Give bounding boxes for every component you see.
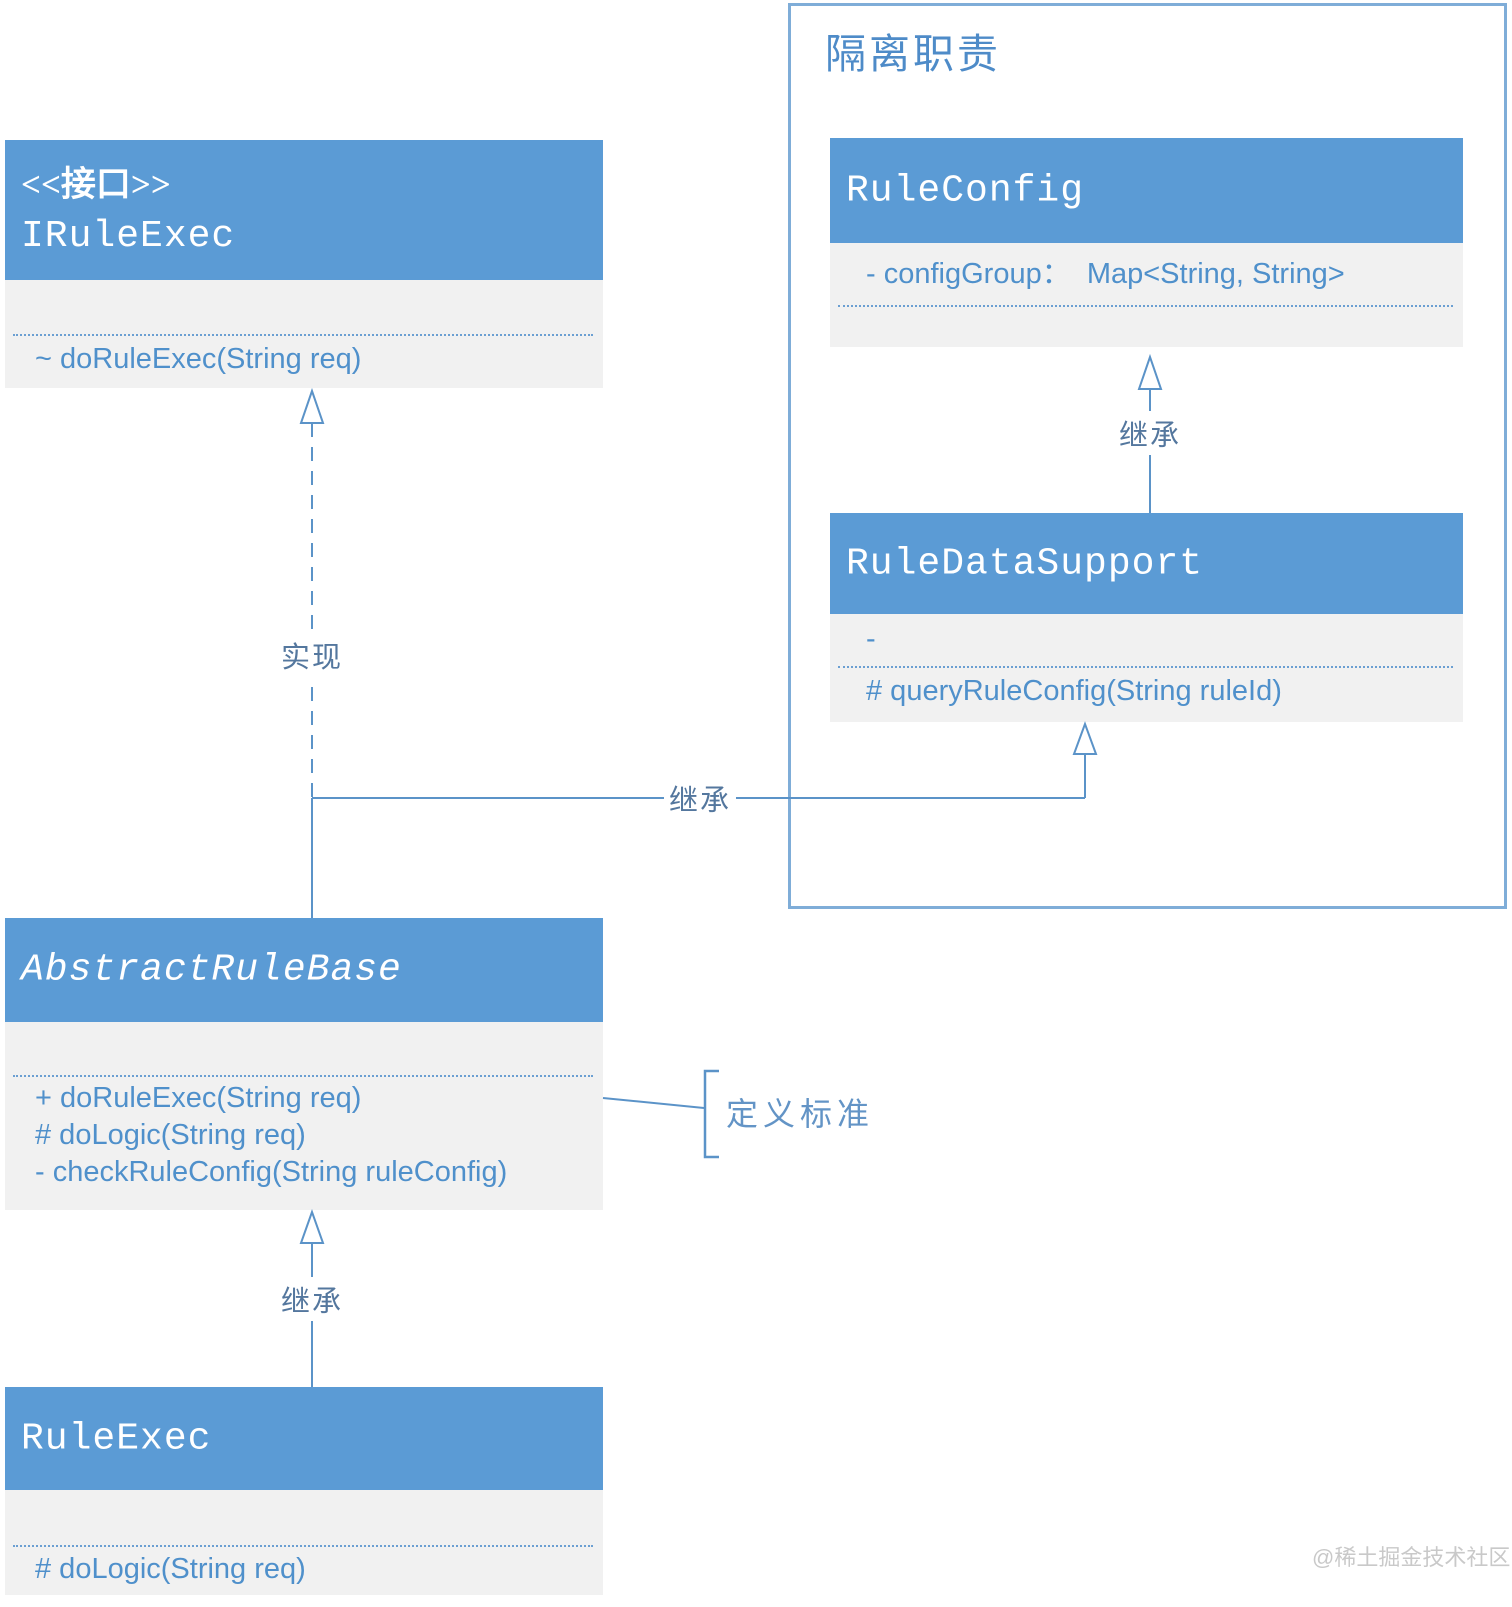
class-box-abstract-rule-base: AbstractRuleBase + doRuleExec(String req…	[5, 918, 603, 1210]
method-list: + doRuleExec(String req) # doLogic(Strin…	[35, 1080, 597, 1191]
member-divider	[13, 334, 593, 336]
responsibility-group-title: 隔离职责	[825, 31, 1001, 77]
class-header-irule-exec: <<接口>> IRuleExec	[5, 140, 603, 280]
class-name-abstract-rule-base: AbstractRuleBase	[21, 948, 402, 992]
note-leader-line	[602, 1097, 705, 1109]
class-header-abstract-rule-base: AbstractRuleBase	[5, 918, 603, 1022]
class-header-rule-exec: RuleExec	[5, 1387, 603, 1490]
member-divider	[838, 666, 1453, 668]
method-do-logic: # doLogic(String req)	[35, 1119, 306, 1151]
class-box-rule-config: RuleConfig - configGroup： Map<String, St…	[830, 138, 1463, 347]
stereotype-interface: <<接口>>	[21, 165, 171, 204]
edge-label-realize: 实现	[275, 633, 349, 677]
hollow-triangle-realize-icon	[299, 387, 325, 424]
class-body-rule-config: - configGroup： Map<String, String>	[830, 243, 1463, 347]
responsibility-group-frame: 隔离职责	[788, 3, 1507, 909]
class-name-irule-exec: IRuleExec	[21, 215, 236, 258]
method-check-rule-config: - checkRuleConfig(String ruleConfig)	[35, 1156, 508, 1188]
member-divider	[13, 1545, 593, 1547]
edge-label-inherit-ruledatasupport: 继承	[663, 776, 737, 820]
method-do-rule-exec: + doRuleExec(String req)	[35, 1082, 362, 1114]
class-box-irule-exec: <<接口>> IRuleExec ~ doRuleExec(String req…	[5, 140, 603, 388]
attribute-placeholder: -	[866, 623, 876, 655]
edge-label-inherit-ruleconfig: 继承	[1113, 411, 1187, 455]
class-body-rule-exec: # doLogic(String req)	[5, 1490, 603, 1595]
class-box-rule-exec: RuleExec # doLogic(String req)	[5, 1387, 603, 1595]
method-do-rule-exec: ~ doRuleExec(String req)	[35, 343, 362, 375]
member-divider	[13, 1075, 593, 1077]
class-name-rule-config: RuleConfig	[846, 169, 1085, 212]
method-query-rule-config: # queryRuleConfig(String ruleId)	[866, 675, 1282, 707]
class-box-rule-data-support: RuleDataSupport - # queryRuleConfig(Stri…	[830, 513, 1463, 722]
class-body-irule-exec: ~ doRuleExec(String req)	[5, 280, 603, 388]
attribute-config-group: - configGroup： Map<String, String>	[866, 258, 1345, 290]
hollow-triangle-inherit-icon	[299, 1209, 325, 1244]
method-do-logic: # doLogic(String req)	[35, 1553, 306, 1585]
note-bracket	[703, 1069, 719, 1159]
note-define-standard: 定义标准	[726, 1096, 875, 1132]
member-divider	[838, 305, 1453, 307]
class-name-rule-data-support: RuleDataSupport	[846, 542, 1204, 585]
class-name-rule-exec: RuleExec	[21, 1417, 212, 1460]
class-header-rule-data-support: RuleDataSupport	[830, 513, 1463, 614]
class-body-rule-data-support: - # queryRuleConfig(String ruleId)	[830, 614, 1463, 722]
watermark: @稀土掘金技术社区	[1312, 1545, 1511, 1570]
class-header-rule-config: RuleConfig	[830, 138, 1463, 243]
edge-label-inherit-rulebase: 继承	[275, 1277, 349, 1321]
class-body-abstract-rule-base: + doRuleExec(String req) # doLogic(Strin…	[5, 1022, 603, 1210]
